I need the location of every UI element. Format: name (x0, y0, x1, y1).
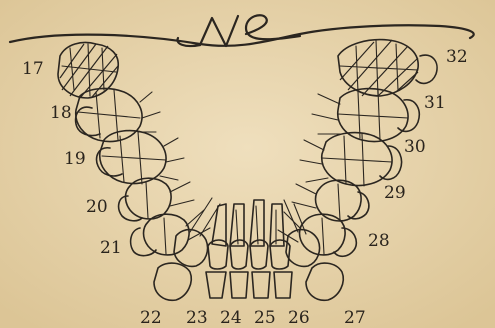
label-27: 27 (344, 308, 366, 328)
label-25: 25 (254, 308, 276, 328)
label-32: 32 (446, 47, 468, 67)
label-24: 24 (220, 308, 242, 328)
label-22: 22 (140, 308, 162, 328)
label-17: 17 (22, 59, 44, 79)
label-31: 31 (424, 93, 446, 113)
label-19: 19 (64, 149, 86, 169)
label-23: 23 (186, 308, 208, 328)
label-20: 20 (86, 197, 108, 217)
label-28: 28 (368, 231, 390, 251)
label-29: 29 (384, 183, 406, 203)
label-21: 21 (100, 238, 122, 258)
label-26: 26 (288, 308, 310, 328)
label-18: 18 (50, 103, 72, 123)
label-30: 30 (404, 137, 426, 157)
